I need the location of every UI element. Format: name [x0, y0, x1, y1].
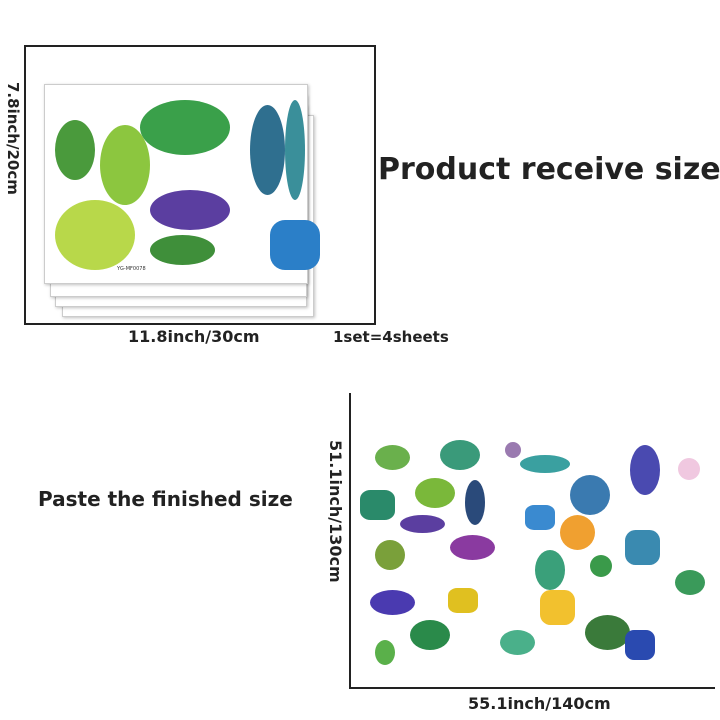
hummingbird-sticker [150, 190, 230, 230]
sticker [448, 588, 478, 613]
sticker [525, 505, 555, 530]
product-receive-title: Product receive size [378, 152, 720, 187]
hummingbird-sticker [250, 105, 285, 195]
sticker [625, 530, 660, 565]
sticker [520, 455, 570, 473]
sticker [630, 445, 660, 495]
sticker [540, 590, 575, 625]
hummingbird-sticker [55, 200, 135, 270]
sticker [375, 540, 405, 570]
butterfly-sticker [270, 220, 320, 270]
sticker [585, 615, 630, 650]
leaf-sticker [150, 235, 215, 265]
hummingbird-sticker [140, 100, 230, 155]
hummingbird-sticker [100, 125, 150, 205]
sticker [370, 590, 415, 615]
sticker [678, 458, 700, 480]
width-axis-line [349, 687, 715, 689]
bottom-width-label: 55.1inch/140cm [468, 694, 611, 713]
sticker [415, 478, 455, 508]
sticker [675, 570, 705, 595]
sticker [560, 515, 595, 550]
top-height-label: 7.8inch/20cm [4, 82, 22, 195]
paste-finished-title: Paste the finished size [38, 487, 293, 511]
sticker [505, 442, 521, 458]
leaf-sticker [55, 120, 95, 180]
sticker [500, 630, 535, 655]
sticker [465, 480, 485, 525]
sticker [375, 640, 395, 665]
sticker [440, 440, 480, 470]
sticker [590, 555, 612, 577]
sticker [450, 535, 495, 560]
sticker [375, 445, 410, 470]
sticker [570, 475, 610, 515]
product-image-frame [24, 45, 376, 325]
sticker [410, 620, 450, 650]
sticker [625, 630, 655, 660]
bottom-height-label: 51.1inch/130cm [326, 440, 345, 583]
hummingbird-sticker [285, 100, 305, 200]
sheet-code: YG-MF0078 [117, 266, 146, 272]
height-axis-line [349, 393, 351, 689]
top-width-label: 11.8inch/30cm [128, 327, 260, 346]
sticker [535, 550, 565, 590]
set-label: 1set=4sheets [333, 328, 449, 346]
sticker [360, 490, 395, 520]
pasted-stickers-area [360, 430, 715, 680]
sticker [400, 515, 445, 533]
sticker-sheet-front: YG-MF0078 [44, 84, 320, 284]
